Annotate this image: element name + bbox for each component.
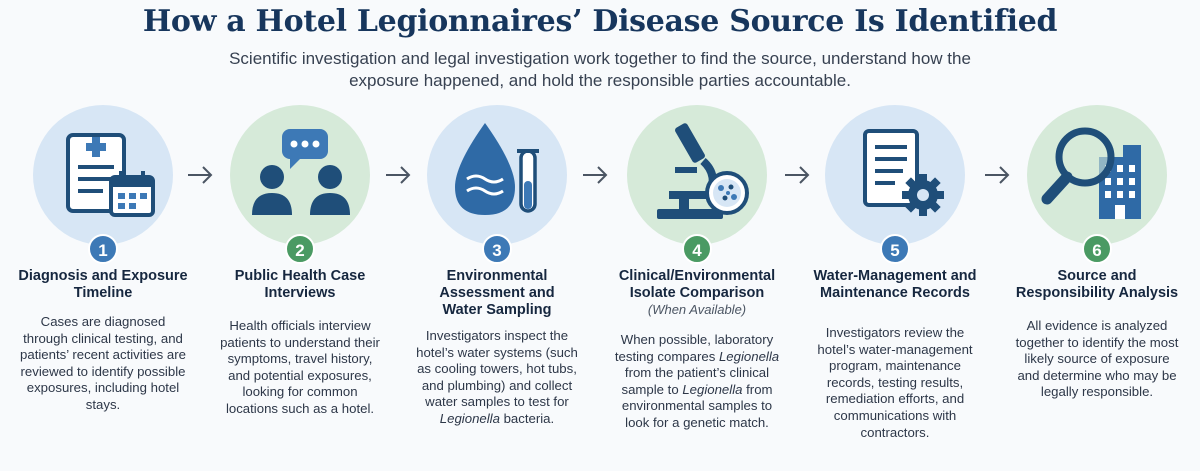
step-number-badge: 6 — [1082, 234, 1112, 264]
italic-term: Legionella — [682, 381, 743, 397]
step-2-icon-circle — [230, 105, 370, 245]
arrow-right-icon — [782, 160, 812, 190]
medical-record-calendar-icon — [66, 133, 155, 217]
document-gear-icon — [863, 129, 944, 216]
step-1-icon-circle — [33, 105, 173, 245]
step-number-badge: 5 — [880, 234, 910, 264]
arrow-right-icon — [185, 160, 215, 190]
step-description: Health officials interview patients to u… — [220, 318, 380, 416]
page-subtitle: Scientific investigation and legal inves… — [229, 49, 971, 90]
step-description: When possible, laboratory testing compar… — [614, 332, 780, 430]
step-6-icon-circle — [1027, 105, 1167, 245]
step-5-icon-circle — [825, 105, 965, 245]
arrow-right-icon — [982, 160, 1012, 190]
step-title: Source and Responsibility Analysis — [1015, 268, 1179, 301]
step-note: (When Available) — [647, 302, 747, 317]
process-steps: 1 Diagnosis and Exposure Timeline Cases … — [0, 100, 1200, 471]
italic-term: Legionella — [439, 410, 500, 426]
step-description: Investigators review the hotel’s water-m… — [817, 325, 973, 440]
microscope-petri-dish-icon — [657, 123, 749, 219]
magnifier-building-icon — [1041, 127, 1141, 219]
step-4: 4 Clinical/Environmental Isolate Compari… — [602, 100, 792, 471]
arrow-right-icon — [580, 160, 610, 190]
step-title: Water-Management and Maintenance Records — [813, 268, 977, 301]
step-title: Clinical/Environmental Isolate Compariso… — [618, 268, 776, 301]
step-description: Investigators inspect the hotel’s water … — [416, 328, 578, 426]
step-number-badge: 4 — [682, 234, 712, 264]
step-2: 2 Public Health Case Interviews Health o… — [205, 100, 395, 471]
step-description: Cases are diagnosed through clinical tes… — [20, 314, 186, 412]
step-number-badge: 3 — [482, 234, 512, 264]
step-title: Environmental Assessment and Water Sampl… — [439, 268, 555, 318]
step-3: 3 Environmental Assessment and Water Sam… — [402, 100, 592, 471]
step-1: 1 Diagnosis and Exposure Timeline Cases … — [8, 100, 198, 471]
step-5: 5 Water-Management and Maintenance Recor… — [800, 100, 990, 471]
step-title: Diagnosis and Exposure Timeline — [18, 268, 188, 301]
step-3-icon-circle — [427, 105, 567, 245]
step-title: Public Health Case Interviews — [234, 268, 366, 301]
water-drop-test-tube-icon — [455, 123, 539, 215]
step-4-icon-circle — [627, 105, 767, 245]
step-number-badge: 1 — [88, 234, 118, 264]
step-6: 6 Source and Responsibility Analysis All… — [1002, 100, 1192, 471]
people-speech-bubble-icon — [252, 129, 350, 215]
arrow-right-icon — [383, 160, 413, 190]
step-number-badge: 2 — [285, 234, 315, 264]
italic-term: Legionella — [718, 348, 780, 364]
step-description: All evidence is analyzed together to ide… — [1015, 318, 1179, 400]
page-title: How a Hotel Legionnaires’ Disease Source… — [142, 4, 1058, 39]
